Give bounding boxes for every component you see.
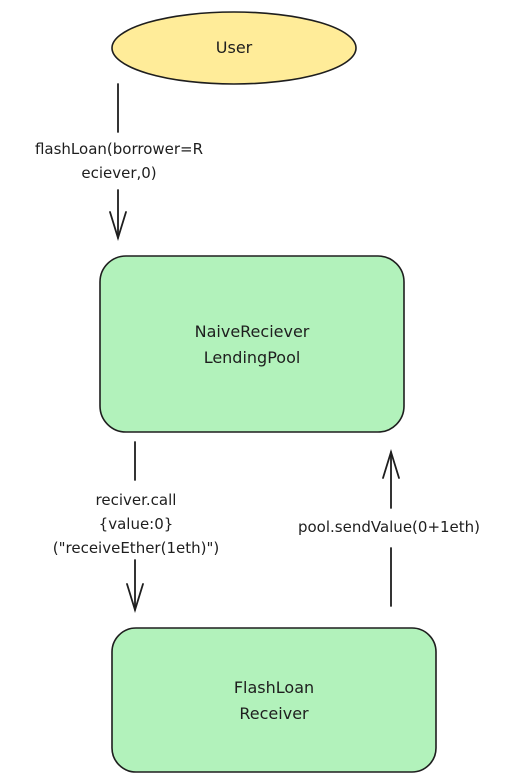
edge-user-to-pool-label-line1: flashLoan(borrower=R	[34, 140, 204, 158]
user-label: User	[215, 38, 253, 57]
edge-receiver-to-pool-label: pool.sendValue(0+1eth)	[297, 518, 481, 536]
arrow-user-to-pool	[109, 83, 127, 242]
flashloan-receiver-node	[111, 627, 437, 773]
edge-pool-to-receiver-label-line2: {value:0}	[98, 515, 174, 533]
arrow-pool-to-receiver	[126, 441, 144, 614]
arrow-receiver-to-pool	[382, 448, 400, 607]
user-node	[111, 11, 357, 85]
receiver-label-line1: FlashLoan	[233, 678, 315, 697]
lending-pool-label-line2: LendingPool	[203, 348, 301, 367]
receiver-label-line2: Receiver	[239, 704, 309, 723]
edge-pool-to-receiver-label-line1: reciver.call	[95, 491, 177, 509]
lending-pool-node	[99, 255, 405, 433]
edge-pool-to-receiver-label-line3: ("receiveEther(1eth)")	[52, 539, 220, 557]
lending-pool-label-line1: NaiveReciever	[194, 322, 310, 341]
edge-user-to-pool-label-line2: eciever,0)	[81, 164, 157, 182]
